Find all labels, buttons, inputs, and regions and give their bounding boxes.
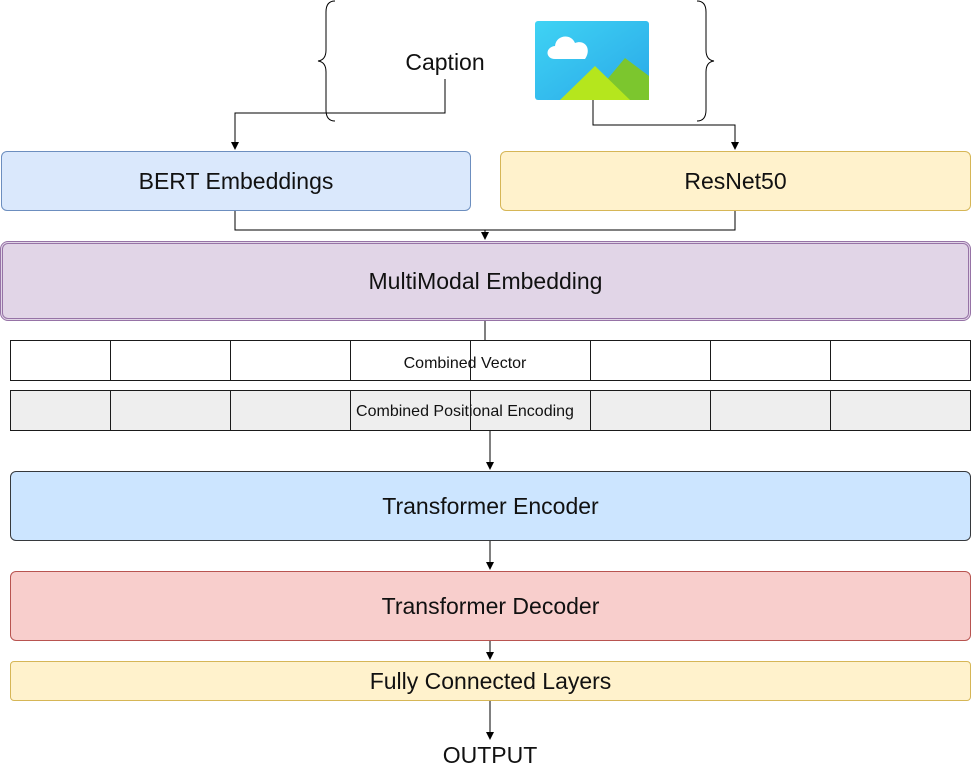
right-brace	[696, 0, 715, 122]
transformer-decoder-label: Transformer Decoder	[381, 592, 600, 619]
output-label: OUTPUT	[442, 742, 538, 768]
vector-cell	[590, 340, 711, 381]
combined-vector-label: Combined Vector	[403, 355, 527, 372]
bert-embeddings-label: BERT Embeddings	[138, 167, 334, 194]
positional-cell	[10, 390, 111, 431]
caption-to-bert-arrow	[231, 79, 446, 150]
resnet50-box: ResNet50	[500, 151, 971, 211]
fully-connected-layers-box: Fully Connected Layers	[10, 661, 971, 701]
combined-positional-encoding-label: Combined Positional Encoding	[356, 403, 574, 420]
vector-cell	[830, 340, 971, 381]
positional-cell	[110, 390, 231, 431]
positional-cell	[590, 390, 711, 431]
transformer-decoder-box: Transformer Decoder	[10, 571, 971, 641]
positional-cell	[710, 390, 831, 431]
positional-cell	[230, 390, 351, 431]
vector-cell	[10, 340, 111, 381]
multimodal-embedding-label: MultiModal Embedding	[368, 267, 603, 294]
positional-cell	[470, 390, 591, 431]
resnet50-label: ResNet50	[684, 167, 787, 194]
caption-label: Caption	[405, 48, 485, 75]
multimodal-embedding-box: MultiModal Embedding	[0, 241, 971, 321]
left-brace	[317, 0, 336, 122]
vector-cell	[230, 340, 351, 381]
image-to-resnet-arrow	[592, 100, 739, 150]
fully-connected-layers-label: Fully Connected Layers	[369, 667, 612, 694]
vector-cell	[710, 340, 831, 381]
transformer-encoder-label: Transformer Encoder	[382, 492, 599, 519]
vector-cell	[110, 340, 231, 381]
bert-embeddings-box: BERT Embeddings	[1, 151, 471, 211]
landscape-image-icon	[535, 21, 649, 100]
vector-cell	[470, 340, 591, 381]
positional-cell	[830, 390, 971, 431]
positional-cell	[350, 390, 471, 431]
transformer-encoder-box: Transformer Encoder	[10, 471, 971, 541]
bert-to-multimodal-line	[234, 211, 736, 231]
